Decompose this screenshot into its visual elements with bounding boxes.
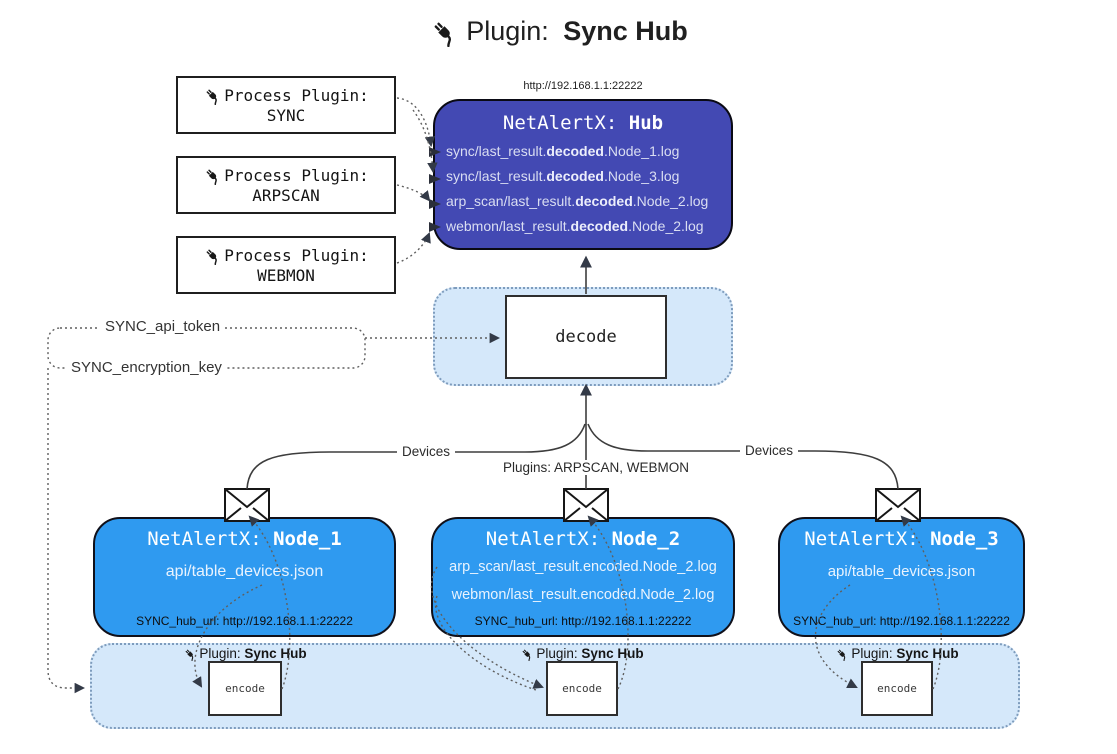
plug-icon [203, 86, 222, 105]
encode-box: encode [208, 661, 282, 716]
envelope-icon [224, 488, 270, 522]
sync-api-token-label: SYNC_api_token [100, 318, 226, 335]
encode-label: encode [877, 682, 917, 695]
wire-webmon-to-hub [396, 232, 431, 264]
plug-icon [429, 17, 459, 47]
decode-label: decode [555, 327, 617, 347]
node-name-prefix: NetAlertX: [485, 528, 612, 550]
process-plugin-name: SYNC [266, 105, 306, 125]
process-plugin-label: Process Plugin: [224, 85, 369, 105]
process-plugin-label: Process Plugin: [224, 165, 369, 185]
sync-encryption-key-label: SYNC_encryption_key [66, 359, 227, 376]
envelope-icon [875, 488, 921, 522]
process-plugin-box-webmon: Process Plugin: WEBMON [176, 236, 396, 294]
wire-tokens-to-encode-band [47, 368, 86, 694]
node-name: Node_1 [273, 528, 342, 550]
node-box-3: NetAlertX: Node_3 api/table_devices.json… [778, 517, 1025, 637]
plug-icon [203, 166, 222, 185]
encode-box: encode [861, 661, 933, 716]
encode-label: encode [562, 682, 602, 695]
node-name-prefix: NetAlertX: [147, 528, 274, 550]
hub-box: NetAlertX: Hub sync/last_result.decoded.… [433, 99, 733, 250]
encode-label: encode [225, 682, 265, 695]
node-file: api/table_devices.json [827, 563, 976, 580]
process-plugin-box-arpscan: Process Plugin: ARPSCAN [176, 156, 396, 214]
node-hub-url: SYNC_hub_url: http://192.168.1.1:22222 [136, 614, 353, 628]
plug-icon [520, 647, 534, 661]
encode-plugin-label: Plugin: Sync Hub [157, 646, 333, 661]
process-plugin-name: WEBMON [257, 265, 315, 285]
encode-box: encode [546, 661, 618, 716]
process-plugin-name: ARPSCAN [252, 185, 320, 205]
hub-file-row: sync/last_result.decoded.Node_3.log [446, 168, 680, 184]
node-name-prefix: NetAlertX: [804, 528, 931, 550]
hub-file-row: arp_scan/last_result.decoded.Node_2.log [446, 193, 709, 209]
hub-file-list: sync/last_result.decoded.Node_1.log sync… [435, 139, 731, 239]
node-name: Node_2 [611, 528, 681, 550]
node-file: arp_scan/last_result.encoded.Node_2.log [449, 559, 717, 575]
node-hub-url: SYNC_hub_url: http://192.168.1.1:22222 [474, 614, 692, 628]
wire-sync-to-hub-1 [396, 97, 436, 148]
hub-name-prefix: NetAlertX: [502, 112, 629, 134]
node-name: Node_3 [930, 528, 999, 550]
encode-plugin-label: Plugin: Sync Hub [494, 646, 670, 661]
title-name: Sync Hub [563, 16, 688, 46]
node-box-1: NetAlertX: Node_1 api/table_devices.json… [93, 517, 396, 637]
process-plugin-box-sync: Process Plugin: SYNC [176, 76, 396, 134]
devices-left-label: Devices [397, 444, 456, 459]
node-file: api/table_devices.json [165, 563, 324, 580]
node-box-2: NetAlertX: Node_2 arp_scan/last_result.e… [431, 517, 735, 637]
envelope-icon [563, 488, 609, 522]
hub-url-label: http://192.168.1.1:22222 [523, 80, 643, 92]
plug-icon [203, 246, 222, 265]
title-prefix: Plugin: [466, 16, 557, 46]
process-plugin-label: Process Plugin: [224, 245, 369, 265]
hub-file-row: sync/last_result.decoded.Node_1.log [446, 143, 680, 159]
page-title: Plugin: Sync Hub [0, 16, 1117, 47]
hub-file-row: webmon/last_result.decoded.Node_2.log [446, 218, 704, 234]
wire-sync-to-hub-2 [412, 109, 438, 174]
plug-icon [183, 647, 197, 661]
hub-name: Hub [628, 112, 664, 134]
plug-icon [835, 647, 849, 661]
devices-right-label: Devices [740, 443, 799, 458]
node-file: webmon/last_result.encoded.Node_2.log [451, 587, 715, 603]
wire-arpscan-to-hub [396, 184, 431, 202]
decode-box: decode [505, 295, 667, 379]
plugins-center-label: Plugins: ARPSCAN, WEBMON [498, 460, 695, 475]
encode-plugin-label: Plugin: Sync Hub [809, 646, 985, 661]
node-hub-url: SYNC_hub_url: http://192.168.1.1:22222 [793, 614, 1010, 628]
